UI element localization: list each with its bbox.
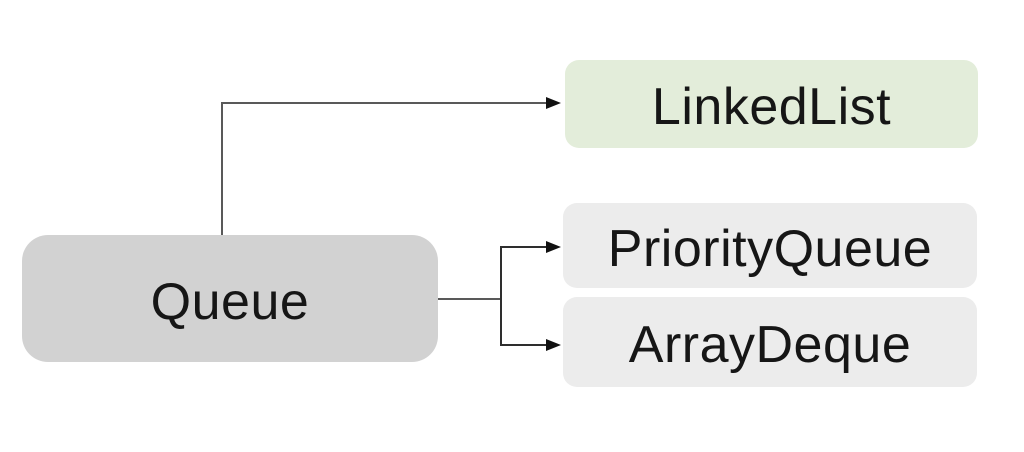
node-queue-label: Queue [150, 272, 310, 331]
node-arraydeque-label: ArrayDeque [628, 316, 912, 374]
node-linkedlist-label: LinkedList [651, 78, 892, 136]
node-arraydeque: ArrayDeque [563, 297, 977, 387]
node-queue: Queue [22, 235, 438, 362]
edge-fork-to-arraydeque [500, 299, 561, 351]
node-linkedlist: LinkedList [565, 60, 978, 148]
node-priorityqueue-label: PriorityQueue [607, 219, 933, 278]
edge-queue-to-linkedlist [221, 97, 561, 235]
edge-fork-to-priorityqueue [500, 241, 561, 299]
node-priorityqueue: PriorityQueue [563, 203, 977, 288]
